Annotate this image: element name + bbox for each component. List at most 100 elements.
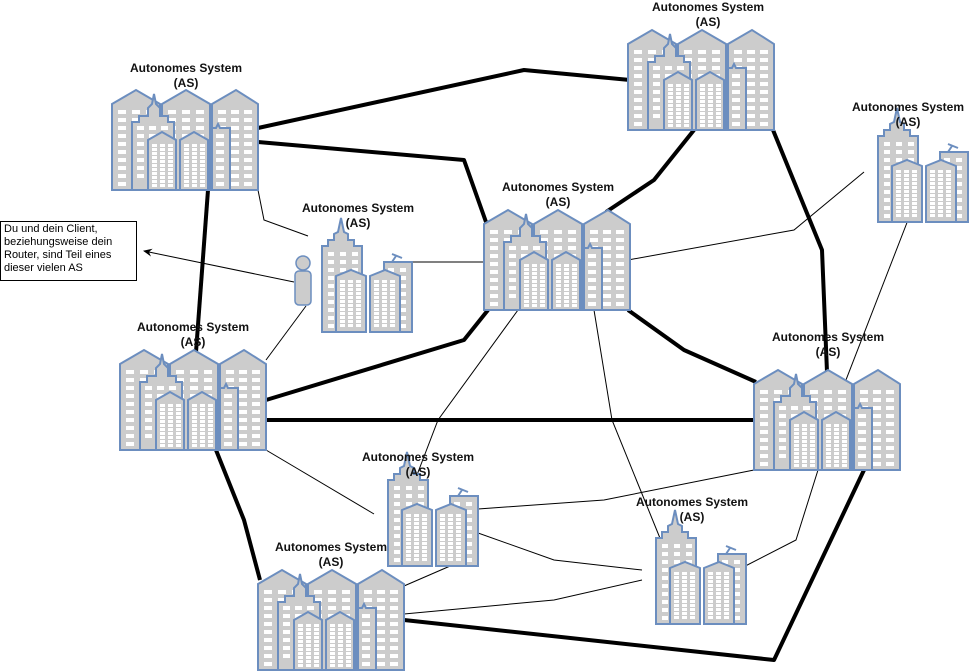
window [168,404,173,407]
window [802,428,807,431]
window [912,170,917,173]
window [834,444,839,447]
window [946,170,951,173]
window [556,264,561,267]
window [690,580,695,583]
window [218,110,226,114]
window [747,74,755,78]
window [684,100,689,103]
window [532,264,537,267]
window [674,616,679,619]
window [440,542,445,545]
window [340,308,345,311]
window [668,92,673,95]
link-mid-right-bottom-left [403,469,866,662]
window [328,598,336,602]
window [137,174,144,178]
window [662,608,668,612]
window [684,96,689,99]
window [524,300,529,303]
window [760,122,768,126]
window [346,644,351,647]
window [160,164,165,167]
window [842,448,847,451]
window [686,552,692,556]
autonomous-system-mid-right: Autonomes System(AS) [753,330,901,471]
window [454,502,460,506]
window [456,514,461,517]
window [314,624,319,627]
window [572,292,577,295]
window [356,312,361,315]
window [314,652,319,655]
window [118,182,126,186]
window [184,172,189,175]
window [184,164,189,167]
window [348,300,353,303]
window [298,652,303,655]
window [440,522,445,525]
window [216,142,224,146]
window [834,452,839,455]
window [168,416,173,419]
window [406,554,411,557]
window [176,416,181,419]
window [826,428,831,431]
window [504,230,512,234]
window [348,296,353,299]
window [662,552,668,556]
window [440,534,445,537]
window [532,300,537,303]
window [239,410,247,414]
window [346,656,351,659]
window [490,230,498,234]
window [509,270,516,274]
window [224,394,232,398]
window [682,572,687,575]
window [794,440,799,443]
window [779,454,786,458]
window [394,526,400,530]
window [196,126,204,130]
window [422,558,427,561]
window [648,50,656,54]
window [390,320,395,323]
window [732,90,740,94]
antenna-icon [391,253,403,263]
window [946,190,951,193]
window [132,110,140,114]
link-top-right-center [604,128,696,214]
as-label-title: Autonomes System [852,100,964,114]
window [700,92,705,95]
window [524,268,529,271]
window [348,308,353,311]
window [382,308,387,311]
window [716,576,721,579]
window [708,116,713,119]
window [382,304,387,307]
window [938,182,943,185]
window [803,406,810,410]
window [791,406,798,410]
window [382,288,387,291]
window [314,598,322,602]
window [374,292,379,295]
window [896,178,901,181]
window [168,444,173,447]
window [160,180,165,183]
link-mid-right-lower-mid [463,469,755,511]
window [682,600,687,603]
window [414,550,419,553]
window [298,648,303,651]
window [145,394,152,398]
window [794,456,799,459]
window [521,246,528,250]
autonomous-system-lower-right: Autonomes System(AS) [636,495,748,625]
window [192,428,197,431]
window [747,98,755,102]
window [747,122,755,126]
window [896,174,901,177]
window [810,448,815,451]
window [540,276,545,279]
window [724,576,729,579]
